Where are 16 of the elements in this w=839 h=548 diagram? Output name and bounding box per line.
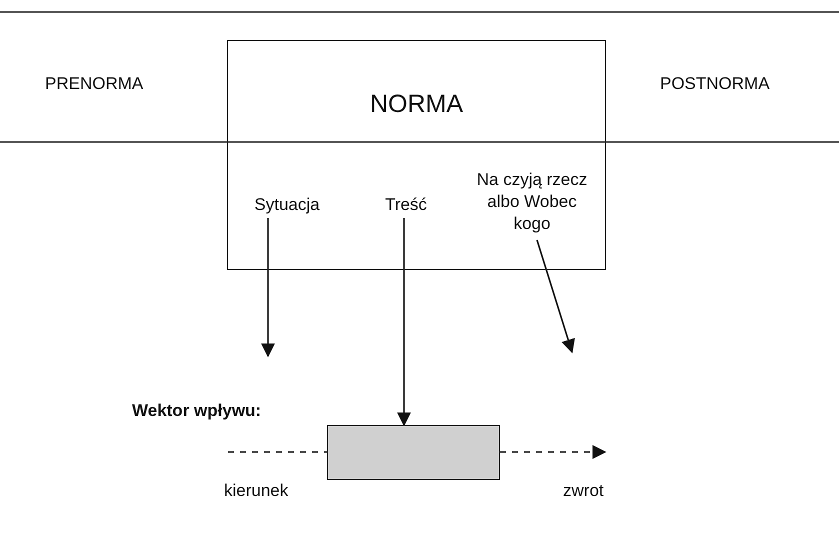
dashed-arrow [500,445,606,459]
arrow [397,218,411,426]
axis-label: kierunek [224,480,288,502]
dashed-line [228,451,327,453]
axis-label: zwrot [563,480,604,502]
frame-box [227,40,606,270]
caption-label: Wektor wpływu: [132,400,262,422]
section-heading: POSTNORMA [660,73,770,95]
node-label: Treść [381,194,431,219]
rectangle-box [327,425,500,480]
node-label: Sytuacja [241,194,333,219]
box-title: NORMA [368,89,464,119]
node-label: Na czyją rzecz albo Wobec kogo [456,169,608,241]
section-heading: PRENORMA [45,73,144,95]
arrow [261,218,275,358]
arrow [536,240,575,354]
